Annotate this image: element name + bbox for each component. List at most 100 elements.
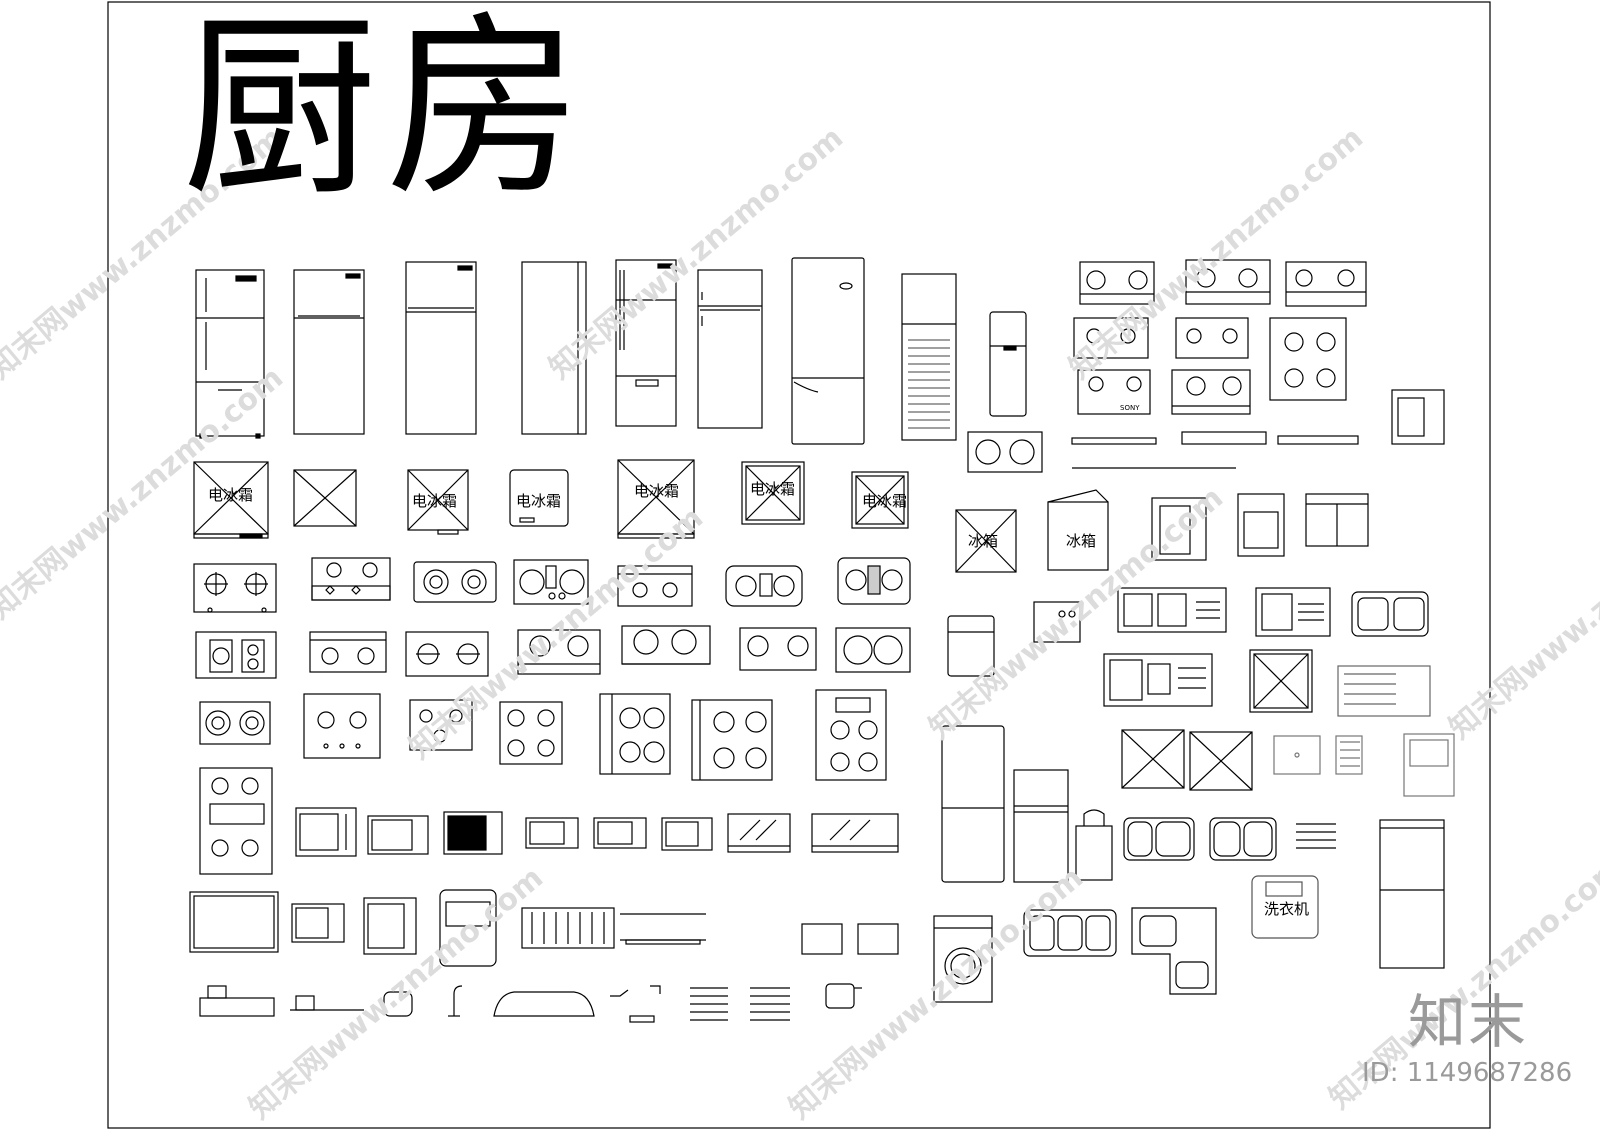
fridge-elevation-10 <box>1379 819 1445 969</box>
stove-3burner-1 <box>513 559 589 605</box>
label-freezer-5: 电冰霜 <box>750 480 795 498</box>
stove-2burner-11 <box>835 627 911 673</box>
sink-plan-x <box>1249 649 1313 713</box>
rice-cooker-2 <box>857 923 899 955</box>
washer-plan <box>1251 875 1319 939</box>
fridge-plan-4 <box>509 469 569 527</box>
exhaust-fan-double <box>967 431 1043 473</box>
fridge-plan-3 <box>407 469 469 535</box>
stove-top-r2 <box>1185 259 1271 305</box>
stove-top-r6 <box>1077 369 1151 415</box>
microwave-6 <box>661 817 713 851</box>
hob-4burner-3 <box>691 699 773 781</box>
stove-3burner-2 <box>725 565 803 607</box>
sink-plan-x-2 <box>1121 729 1185 789</box>
fridge-plan-5 <box>617 459 695 539</box>
control-panel <box>1033 601 1081 643</box>
sink-double-oval-2 <box>1209 817 1277 861</box>
stove-3burner-3 <box>837 557 911 605</box>
sink-drainboard <box>1337 665 1431 717</box>
fridge-elevation-8 <box>941 725 1005 883</box>
stove-2burner-7 <box>405 631 489 677</box>
fridge-plan-6 <box>741 461 805 525</box>
sink-basin-elevation <box>1403 733 1455 797</box>
stove-side-r3 <box>1277 435 1359 445</box>
stove-2burner-4 <box>617 565 693 607</box>
dish-rack <box>521 907 615 949</box>
rice-cooker-elevation <box>383 991 413 1017</box>
fridge-elevation-2 <box>293 269 365 435</box>
oven-toaster <box>439 889 497 967</box>
watermark-3: 知末网www.znzmo.com <box>1063 120 1370 386</box>
range-hood-2 <box>811 813 899 853</box>
hob-4burner-2 <box>599 693 671 775</box>
sink-basin-square <box>1273 735 1321 775</box>
sink-triple <box>1023 909 1117 957</box>
label-freezer-6: 电冰霜 <box>862 492 907 510</box>
grille-pattern-1 <box>690 987 728 1021</box>
sink-corner <box>1131 907 1217 995</box>
watermark-brand: 知末 <box>1408 988 1529 1056</box>
stove-side-r1 <box>1071 437 1157 469</box>
cabinet-elevation <box>1305 493 1369 547</box>
dishwasher-elevation <box>1151 497 1207 561</box>
hood-elevation <box>493 991 595 1017</box>
label-freezer-1: 电冰霜 <box>208 486 253 504</box>
stove-2burner-8 <box>517 629 601 675</box>
watermark-id: ID: 1149687286 <box>1362 1058 1573 1088</box>
hob-4burner-4 <box>815 689 887 781</box>
watermark-7: 知末网www.znzmo.com <box>1443 480 1600 746</box>
fridge-elevation-7 <box>791 257 865 445</box>
sink-double-drainer-2 <box>1103 653 1213 707</box>
label-washer: 洗衣机 <box>1264 900 1309 918</box>
label-fridge-2: 冰箱 <box>1066 532 1096 550</box>
watermark-5: 知末网www.znzmo.com <box>403 500 710 766</box>
stove-side-r2 <box>1156 431 1267 469</box>
hob-4burner-r1 <box>1269 317 1347 401</box>
mini-fridge-plan <box>947 615 995 677</box>
sink-plan-x-3 <box>1189 731 1253 791</box>
water-dispenser <box>1075 809 1113 881</box>
small-fridge-elevation <box>989 311 1027 417</box>
faucet-elevation-2 <box>610 985 661 1023</box>
rice-cooker-1 <box>801 923 843 955</box>
microwave-8 <box>363 897 417 955</box>
microwave-4 <box>525 817 579 849</box>
grille-pattern-3 <box>1296 823 1336 849</box>
sink-single-drainer <box>1255 587 1331 637</box>
grille-pattern-2 <box>750 987 790 1021</box>
stove-top-r7 <box>1171 369 1251 415</box>
microwave-5 <box>593 817 647 849</box>
fridge-elevation-3 <box>405 261 477 435</box>
drawing-title: 厨房 <box>182 0 591 223</box>
stove-top-r5 <box>1175 317 1249 359</box>
fridge-elevation-1 <box>195 269 265 439</box>
label-fridge-1: 冰箱 <box>968 532 998 550</box>
fridge-plan-9 <box>1047 489 1109 571</box>
oven-elevation <box>1237 493 1285 557</box>
pressure-cooker <box>825 983 862 1009</box>
stove-top-r1 <box>1079 261 1155 305</box>
fridge-plan-8 <box>955 509 1017 573</box>
sink-double-round <box>1351 591 1429 637</box>
faucet-elevation <box>448 985 463 1017</box>
fridge-elevation-6 <box>697 269 763 429</box>
fridge-elevation-9 <box>1013 769 1069 883</box>
range-hood-1 <box>727 813 791 853</box>
watermark-9: 知末网www.znzmo.com <box>783 860 1090 1126</box>
washing-machine-front <box>933 915 993 1003</box>
label-stove-brand: SONY <box>1120 404 1140 412</box>
stove-2burner-1 <box>193 563 277 613</box>
hob-4burner-1 <box>499 701 563 765</box>
microwave-3 <box>443 811 503 855</box>
hob-2burner-flat <box>303 693 381 759</box>
fridge-plan-2 <box>293 469 357 527</box>
sink-double-drainer-1 <box>1117 587 1227 633</box>
fridge-elevation-5 <box>615 259 677 427</box>
label-freezer-3: 电冰霜 <box>516 492 561 510</box>
stove-2burner-10 <box>739 627 817 671</box>
stove-top-r4 <box>1073 317 1149 359</box>
drawing-frame <box>107 1 1491 1129</box>
watermark-8: 知末网www.znzmo.com <box>243 860 550 1126</box>
